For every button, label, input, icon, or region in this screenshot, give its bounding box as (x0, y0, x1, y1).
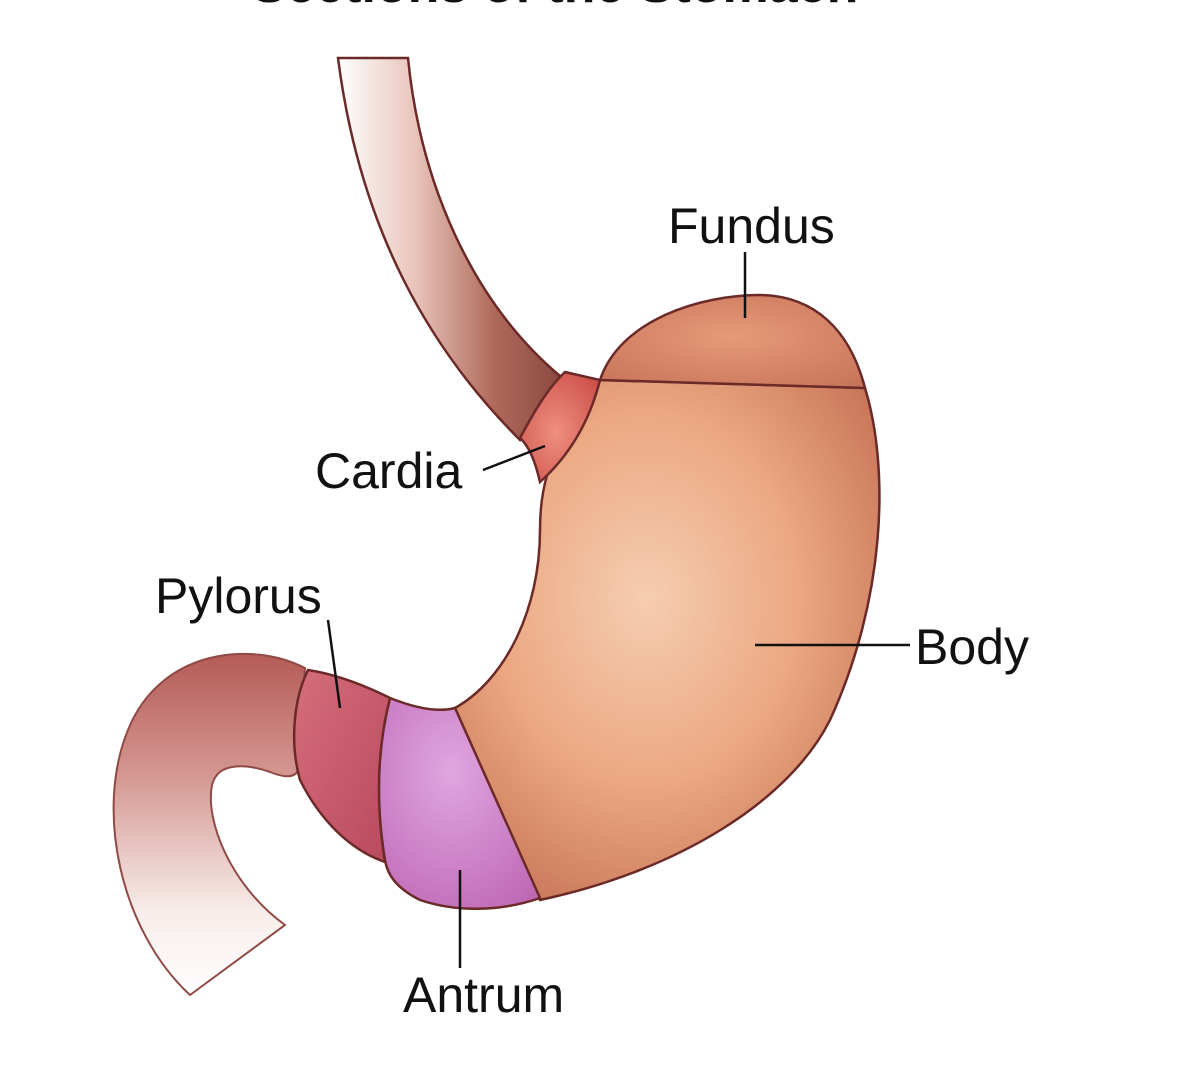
diagram-title: Sections of the Stomach (252, 0, 859, 14)
pylorus-region (292, 668, 392, 864)
pylorus-label: Pylorus (155, 568, 322, 624)
body-label: Body (915, 619, 1029, 675)
cardia-label: Cardia (315, 443, 462, 499)
esophagus (336, 56, 562, 442)
cardia-region (518, 370, 602, 485)
antrum-label: Antrum (403, 967, 564, 1023)
duodenum (112, 652, 307, 997)
fundus-label: Fundus (668, 198, 835, 254)
pylorus-leader-line (326, 619, 342, 709)
cardia-leader-line (482, 444, 546, 472)
fundus-region (598, 293, 867, 390)
stomach-body (453, 378, 881, 902)
